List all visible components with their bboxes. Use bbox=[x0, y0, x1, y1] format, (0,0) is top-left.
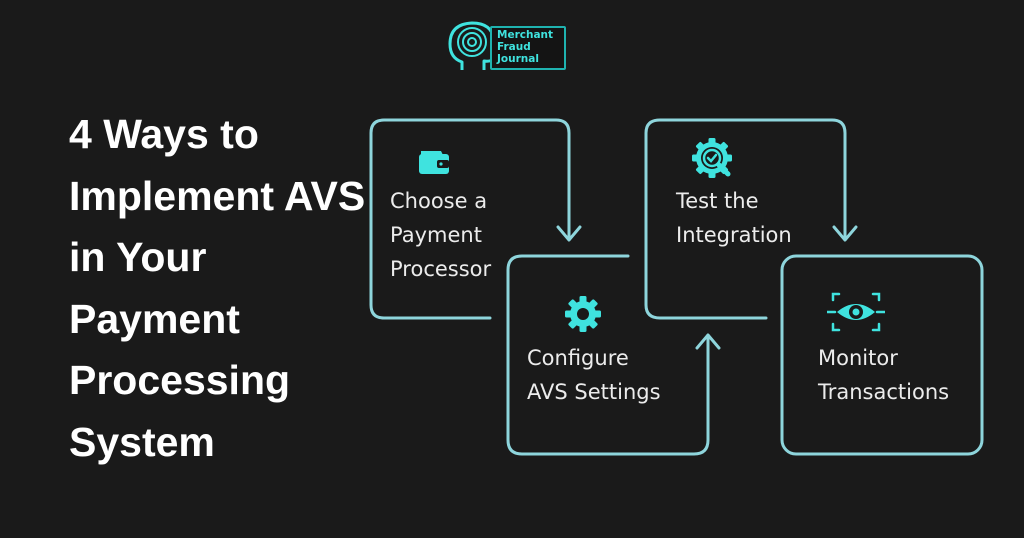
wallet-icon bbox=[419, 151, 449, 174]
step-2-label: Configure AVS Settings bbox=[527, 346, 661, 404]
step-3-frame bbox=[644, 118, 847, 320]
step-1-frame bbox=[369, 118, 571, 320]
step-2-arrow bbox=[695, 333, 721, 350]
eye-icon bbox=[827, 292, 885, 332]
step-3-arrow bbox=[832, 225, 858, 242]
step-4-frame bbox=[780, 254, 984, 456]
gear-magnifier-icon bbox=[692, 138, 732, 178]
step-3-label: Test the Integration bbox=[676, 189, 792, 247]
step-2-frame bbox=[506, 254, 710, 456]
logo-frame bbox=[490, 26, 566, 70]
gear-icon bbox=[565, 296, 601, 332]
step-1-label: Choose a Payment Processor bbox=[390, 189, 492, 281]
logo-text: Merchant Fraud Journal bbox=[497, 29, 554, 65]
step-1-arrow bbox=[556, 225, 582, 242]
page-title: 4 Ways to Implement AVS in Your Payment … bbox=[69, 111, 366, 465]
step-4-label: Monitor Transactions bbox=[818, 346, 950, 404]
logo: Merchant Fraud Journal bbox=[444, 18, 570, 74]
